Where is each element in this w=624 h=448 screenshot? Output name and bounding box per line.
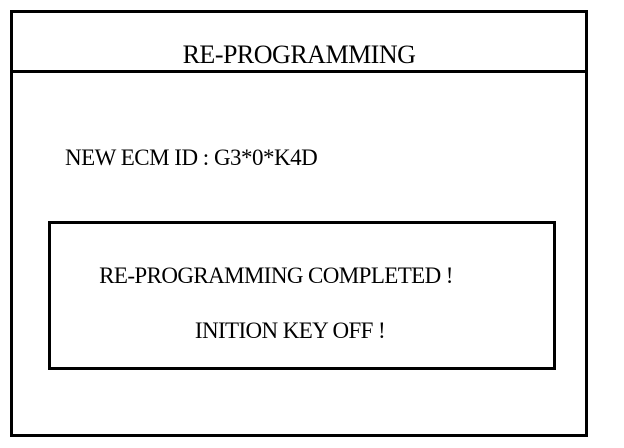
reprogramming-screen: RE-PROGRAMMING NEW ECM ID : G3*0*K4D RE-…: [10, 10, 588, 437]
ignition-key-off-message: INITION KEY OFF !: [194, 318, 386, 343]
new-ecm-id-label: NEW ECM ID : G3*0*K4D: [65, 145, 318, 170]
title-bar: RE-PROGRAMMING: [13, 13, 585, 73]
completion-message: RE-PROGRAMMING COMPLETED !: [99, 263, 453, 288]
screen-title: RE-PROGRAMMING: [182, 40, 416, 69]
status-message-box: RE-PROGRAMMING COMPLETED ! INITION KEY O…: [48, 221, 556, 370]
